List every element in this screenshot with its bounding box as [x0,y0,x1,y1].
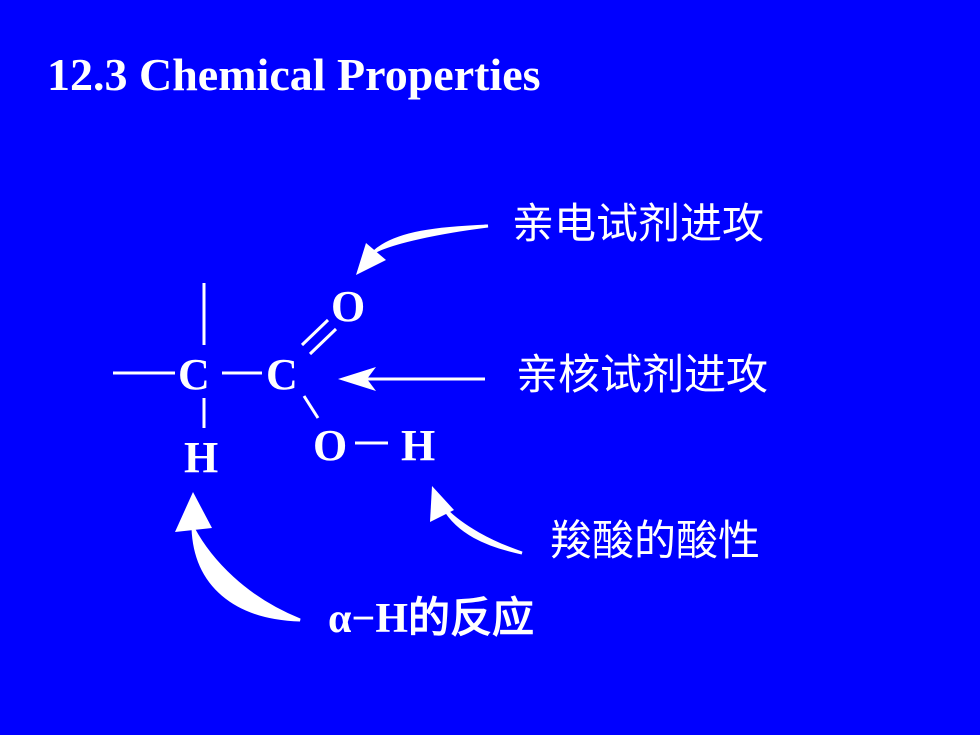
c-o-double-bond-1 [300,318,330,347]
slide-title: 12.3 Chemical Properties [47,49,541,100]
label-electrophile-attack: 亲电试剂进攻 [512,199,765,248]
c-o-single-bond [302,395,320,419]
alpha-h-arrow-body [191,527,301,622]
c-o-double-bond-2 [308,327,338,356]
atom-o-hydroxyl: O [313,421,348,470]
acidity-arrow-body [442,506,523,555]
electrophile-arrowhead [356,243,386,275]
atom-h-alpha: H [184,433,219,482]
atom-h-hydroxyl: H [401,421,436,470]
label-alpha-h-reaction: α−H的反应 [328,596,535,642]
label-acidity: 羧酸的酸性 [550,516,761,565]
alpha-h-arrowhead [175,492,212,532]
atom-c-alpha: C [178,350,210,399]
atom-o-carbonyl: O [331,282,366,331]
nucleophile-arrowhead [338,367,376,391]
electrophile-arrow-body [372,224,489,254]
label-nucleophile-attack: 亲核试剂进攻 [516,350,769,399]
atom-c-carbonyl: C [266,350,298,399]
acidity-arrowhead [430,486,454,522]
